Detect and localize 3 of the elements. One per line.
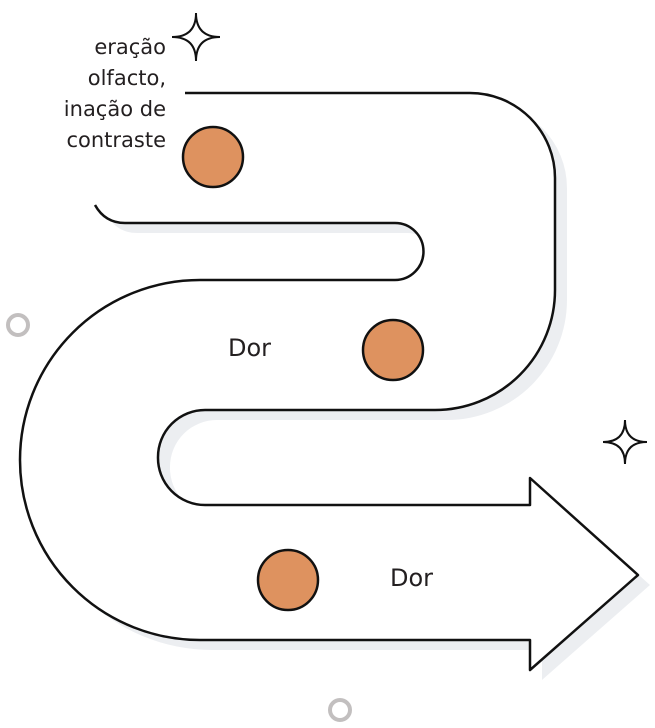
step-label: Dor (228, 334, 272, 362)
step-label: Dor (390, 564, 434, 592)
description-text: eração olfacto, inação de contraste (62, 34, 166, 154)
